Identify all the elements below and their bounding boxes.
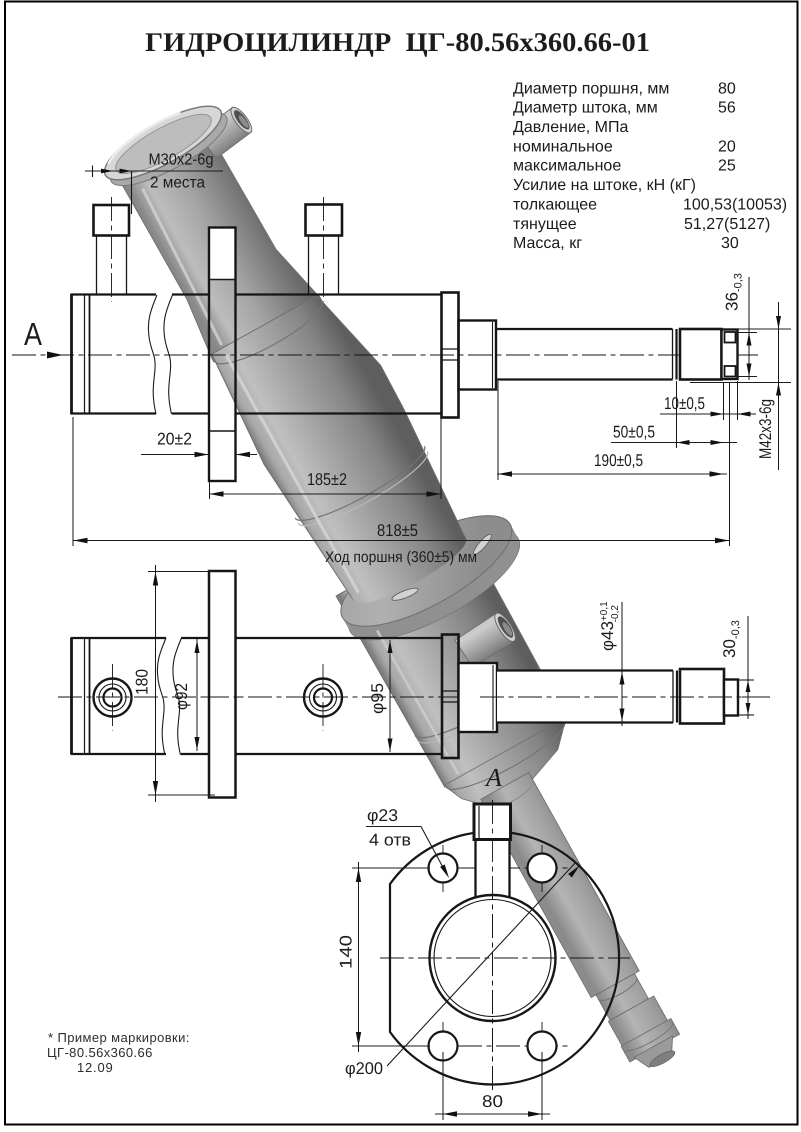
- svg-text:φ23: φ23: [367, 806, 398, 825]
- svg-text:ГИДРОЦИЛИНДР ЦГ-80.56х360.66-: ГИДРОЦИЛИНДР ЦГ-80.56х360.66-01: [145, 27, 650, 57]
- svg-text:М30х2-6g: М30х2-6g: [149, 152, 214, 169]
- svg-text:4 отв: 4 отв: [369, 831, 411, 850]
- svg-text:190±0,5: 190±0,5: [594, 451, 643, 470]
- svg-text:А: А: [484, 763, 502, 792]
- svg-text:φ92: φ92: [172, 683, 191, 710]
- svg-text:толкающее: толкающее: [513, 196, 597, 213]
- svg-text:Ход поршня (360±5) мм: Ход поршня (360±5) мм: [325, 549, 477, 566]
- svg-text:φ43+0,1-0,2: φ43+0,1-0,2: [598, 601, 621, 651]
- svg-text:140: 140: [337, 935, 356, 969]
- svg-text:φ200: φ200: [345, 1059, 383, 1078]
- svg-text:12.09: 12.09: [77, 1060, 114, 1075]
- svg-text:180: 180: [133, 669, 152, 695]
- svg-text:51,27(5127): 51,27(5127): [684, 216, 770, 233]
- svg-text:Масса, кг: Масса, кг: [513, 235, 582, 252]
- svg-text:ЦГ-80.56х360.66: ЦГ-80.56х360.66: [47, 1045, 153, 1060]
- svg-text:30: 30: [721, 235, 739, 252]
- svg-text:Диаметр штока, мм: Диаметр штока, мм: [513, 100, 658, 117]
- svg-text:максимальное: максимальное: [513, 158, 621, 175]
- svg-text:Давление, МПа: Давление, МПа: [513, 119, 628, 136]
- svg-text:100,53(10053): 100,53(10053): [683, 196, 787, 213]
- svg-text:* Пример маркировки:: * Пример маркировки:: [48, 1030, 190, 1045]
- svg-text:80: 80: [718, 80, 736, 97]
- svg-text:тянущее: тянущее: [513, 216, 577, 233]
- svg-text:М42х3-6g: М42х3-6g: [756, 399, 775, 459]
- svg-text:φ95: φ95: [368, 683, 387, 714]
- svg-text:25: 25: [718, 158, 736, 175]
- svg-text:80: 80: [482, 1092, 503, 1111]
- svg-text:Диаметр поршня, мм: Диаметр поршня, мм: [513, 80, 669, 97]
- svg-text:20: 20: [718, 138, 736, 155]
- svg-text:Усилие на штоке, кН (кГ): Усилие на штоке, кН (кГ): [513, 177, 696, 194]
- svg-text:56: 56: [718, 100, 736, 117]
- svg-text:818±5: 818±5: [377, 521, 418, 540]
- svg-text:10±0,5: 10±0,5: [664, 394, 705, 413]
- svg-text:185±2: 185±2: [307, 470, 347, 489]
- svg-text:номинальное: номинальное: [513, 138, 613, 155]
- svg-text:2 места: 2 места: [150, 175, 205, 192]
- svg-text:20±2: 20±2: [157, 430, 192, 449]
- svg-text:50±0,5: 50±0,5: [613, 423, 655, 442]
- svg-text:А: А: [24, 316, 43, 352]
